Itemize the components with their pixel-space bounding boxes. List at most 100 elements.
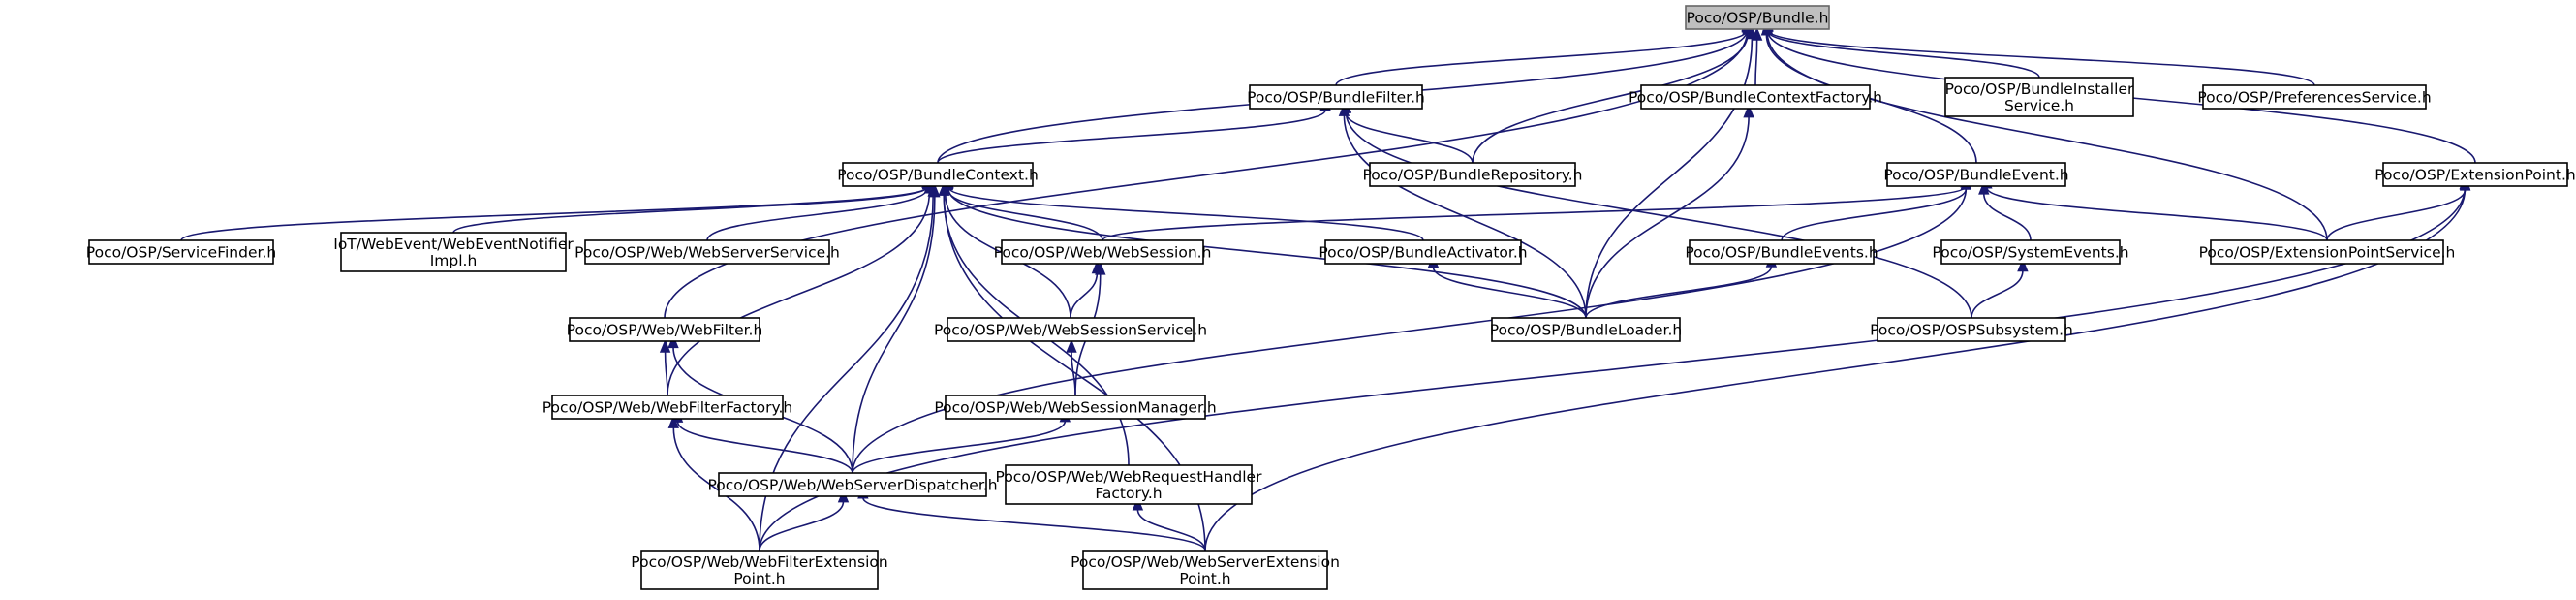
node-box-bundlecontext	[842, 162, 1034, 187]
node-bundlecontext[interactable]: Poco/OSP/BundleContext.h	[837, 162, 1039, 187]
node-label-bundleinstallerservice-line-2: Service.h	[2004, 97, 2074, 114]
node-bundle[interactable]: Poco/OSP/Bundle.h	[1685, 5, 1830, 30]
arrowhead-webfilterextensionpoint-to-webfilterfactory	[667, 414, 679, 428]
arrowhead-ospsubsystem-to-systemevents	[2017, 258, 2029, 272]
node-box-bundlecontextfactory	[1640, 84, 1871, 110]
node-label-ospsubsystem-line-1: Poco/OSP/OSPSubsystem.h	[1870, 322, 2073, 339]
node-servicefinder[interactable]: Poco/OSP/ServiceFinder.h	[86, 239, 276, 265]
node-label-bundlerepository-line-1: Poco/OSP/BundleRepository.h	[1362, 167, 1582, 184]
node-websession[interactable]: Poco/OSP/Web/WebSession.h	[994, 239, 1212, 265]
node-box-bundleevent	[1886, 162, 2066, 187]
node-label-bundlefilter-line-1: Poco/OSP/BundleFilter.h	[1247, 89, 1425, 107]
node-webserverservice[interactable]: Poco/OSP/Web/WebServerService.h	[574, 239, 840, 265]
arrowhead-webserverextensionpoint-to-bundlecontext	[938, 181, 950, 196]
node-systemevents[interactable]: Poco/OSP/SystemEvents.h	[1932, 239, 2129, 265]
node-label-webfilterfactory-line-1: Poco/OSP/Web/WebFilterFactory.h	[543, 399, 792, 417]
edge-extensionpointservice-to-bundle	[1766, 32, 2328, 241]
node-extensionpointservice[interactable]: Poco/OSP/ExtensionPointService.h	[2199, 239, 2456, 265]
node-box-extensionpoint	[2382, 162, 2568, 187]
node-label-webfilterextensionpoint-line-2: Point.h	[733, 570, 785, 587]
node-bundleevents[interactable]: Poco/OSP/BundleEvents.h	[1685, 239, 1878, 265]
node-ospsubsystem[interactable]: Poco/OSP/OSPSubsystem.h	[1870, 317, 2073, 342]
node-label-webserverdispatcher-line-1: Poco/OSP/Web/WebServerDispatcher.h	[707, 477, 997, 494]
node-box-bundleinstallerservice	[1944, 77, 2134, 117]
edge-bundlecontextfactory-to-bundle	[1754, 39, 1758, 86]
node-label-bundle-line-1: Poco/OSP/Bundle.h	[1687, 10, 1829, 27]
node-box-preferencesservice	[2202, 84, 2427, 110]
arrowhead-bundleloader-to-bundle	[1746, 25, 1758, 40]
arrowhead-webfilterfactory-to-webfilter	[659, 338, 671, 353]
edge-preferencesservice-to-bundle	[1767, 29, 2315, 86]
node-bundleevent[interactable]: Poco/OSP/BundleEvent.h	[1883, 162, 2069, 187]
node-box-extensionpointservice	[2210, 239, 2444, 265]
edge-bundleloader-to-bundlecontext	[947, 188, 1587, 319]
node-box-websessionmanager	[945, 395, 1206, 420]
edge-bundleloader-to-bundleevents	[1585, 266, 1773, 319]
node-webfilter[interactable]: Poco/OSP/Web/WebFilter.h	[567, 317, 763, 342]
edge-webserverdispatcher-to-bundleevent	[852, 188, 1968, 474]
node-bundleloader[interactable]: Poco/OSP/BundleLoader.h	[1490, 317, 1683, 342]
edge-extensionpointservice-to-extensionpoint	[2326, 189, 2467, 241]
node-box-bundleloader	[1491, 317, 1681, 342]
edge-systemevents-to-bundleevent	[1982, 193, 2032, 241]
edge-bundleloader-to-bundlecontextfactory	[1585, 116, 1750, 319]
arrowhead-webserverdispatcher-to-webfilter	[667, 334, 679, 349]
node-label-webfilterextensionpoint-line-1: Poco/OSP/Web/WebFilterExtension	[631, 553, 887, 571]
node-extensionpoint[interactable]: Poco/OSP/ExtensionPoint.h	[2374, 162, 2576, 187]
edge-extensionpointservice-to-bundleevent	[1986, 187, 2328, 241]
node-box-webfilter	[569, 317, 760, 342]
node-box-webfilterextensionpoint	[640, 550, 879, 590]
node-box-webserverdispatcher	[718, 472, 987, 497]
edge-bundleloader-to-bundlefilter	[1343, 115, 1587, 319]
node-webserverdispatcher[interactable]: Poco/OSP/Web/WebServerDispatcher.h	[707, 472, 998, 497]
node-preferencesservice[interactable]: Poco/OSP/PreferencesService.h	[2197, 84, 2432, 110]
edge-webserverdispatcher-to-bundlecontext	[852, 196, 936, 474]
edge-webfilterextensionpoint-to-webfilterfactory	[672, 427, 760, 552]
arrowhead-bundleloader-to-bundlecontextfactory	[1743, 104, 1754, 118]
node-websessionmanager[interactable]: Poco/OSP/Web/WebSessionManager.h	[934, 395, 1217, 420]
node-websessionservice[interactable]: Poco/OSP/Web/WebSessionService.h	[934, 317, 1207, 342]
edge-webfilterfactory-to-webfilter	[664, 351, 668, 396]
edge-bundleactivator-to-bundlecontext	[947, 186, 1424, 241]
node-label-extensionpointservice-line-1: Poco/OSP/ExtensionPointService.h	[2199, 244, 2456, 262]
node-bundleactivator[interactable]: Poco/OSP/BundleActivator.h	[1319, 239, 1528, 265]
node-label-websession-line-1: Poco/OSP/Web/WebSession.h	[994, 244, 1212, 262]
node-box-bundle	[1685, 5, 1830, 30]
node-box-ospsubsystem	[1877, 317, 2066, 342]
edge-bundleloader-to-bundle	[1585, 38, 1754, 319]
node-label-webeventnotifierimpl-line-2: Impl.h	[430, 252, 478, 269]
node-bundlecontextfactory[interactable]: Poco/OSP/BundleContextFactory.h	[1629, 84, 1882, 110]
node-bundlerepository[interactable]: Poco/OSP/BundleRepository.h	[1362, 162, 1583, 187]
node-box-bundleevents	[1689, 239, 1875, 265]
edge-webserverdispatcher-to-webfilterfactory	[676, 421, 853, 474]
edge-websession-to-bundlecontext	[947, 189, 1103, 241]
node-box-webrequesthandlerfactory	[1005, 464, 1253, 505]
node-label-bundleactivator-line-1: Poco/OSP/BundleActivator.h	[1319, 244, 1527, 262]
node-box-webfilterfactory	[551, 395, 784, 420]
edge-ospsubsystem-to-bundlefilter	[1345, 111, 1972, 319]
edge-webeventnotifierimpl-to-bundlecontext	[452, 186, 928, 234]
node-label-bundlecontext-line-1: Poco/OSP/BundleContext.h	[837, 167, 1039, 184]
edge-webserverextensionpoint-to-webserverdispatcher	[862, 497, 1206, 552]
arrowhead-websessionmanager-to-websession	[1095, 261, 1106, 275]
node-bundlefilter[interactable]: Poco/OSP/BundleFilter.h	[1247, 84, 1425, 110]
node-label-bundleloader-line-1: Poco/OSP/BundleLoader.h	[1490, 322, 1683, 339]
edge-webserverservice-to-bundlecontext	[706, 188, 929, 241]
node-label-extensionpoint-line-1: Poco/OSP/ExtensionPoint.h	[2374, 167, 2575, 184]
node-webfilterfactory[interactable]: Poco/OSP/Web/WebFilterFactory.h	[543, 395, 792, 420]
edge-websession-to-bundleevent	[1102, 185, 1967, 241]
node-box-webeventnotifierimpl	[340, 232, 567, 272]
node-box-bundlerepository	[1369, 162, 1576, 187]
node-label-webrequesthandlerfactory-line-1: Poco/OSP/Web/WebRequestHandler	[996, 468, 1263, 486]
edge-bundlefilter-to-bundle	[1335, 30, 1748, 86]
node-label-webeventnotifierimpl-line-1: IoT/WebEvent/WebEventNotifier	[333, 236, 574, 253]
node-label-bundleevent-line-1: Poco/OSP/BundleEvent.h	[1883, 167, 2068, 184]
edge-websessionmanager-to-websessionservice	[1071, 351, 1076, 396]
edge-bundlerepository-to-bundlefilter	[1345, 111, 1474, 164]
